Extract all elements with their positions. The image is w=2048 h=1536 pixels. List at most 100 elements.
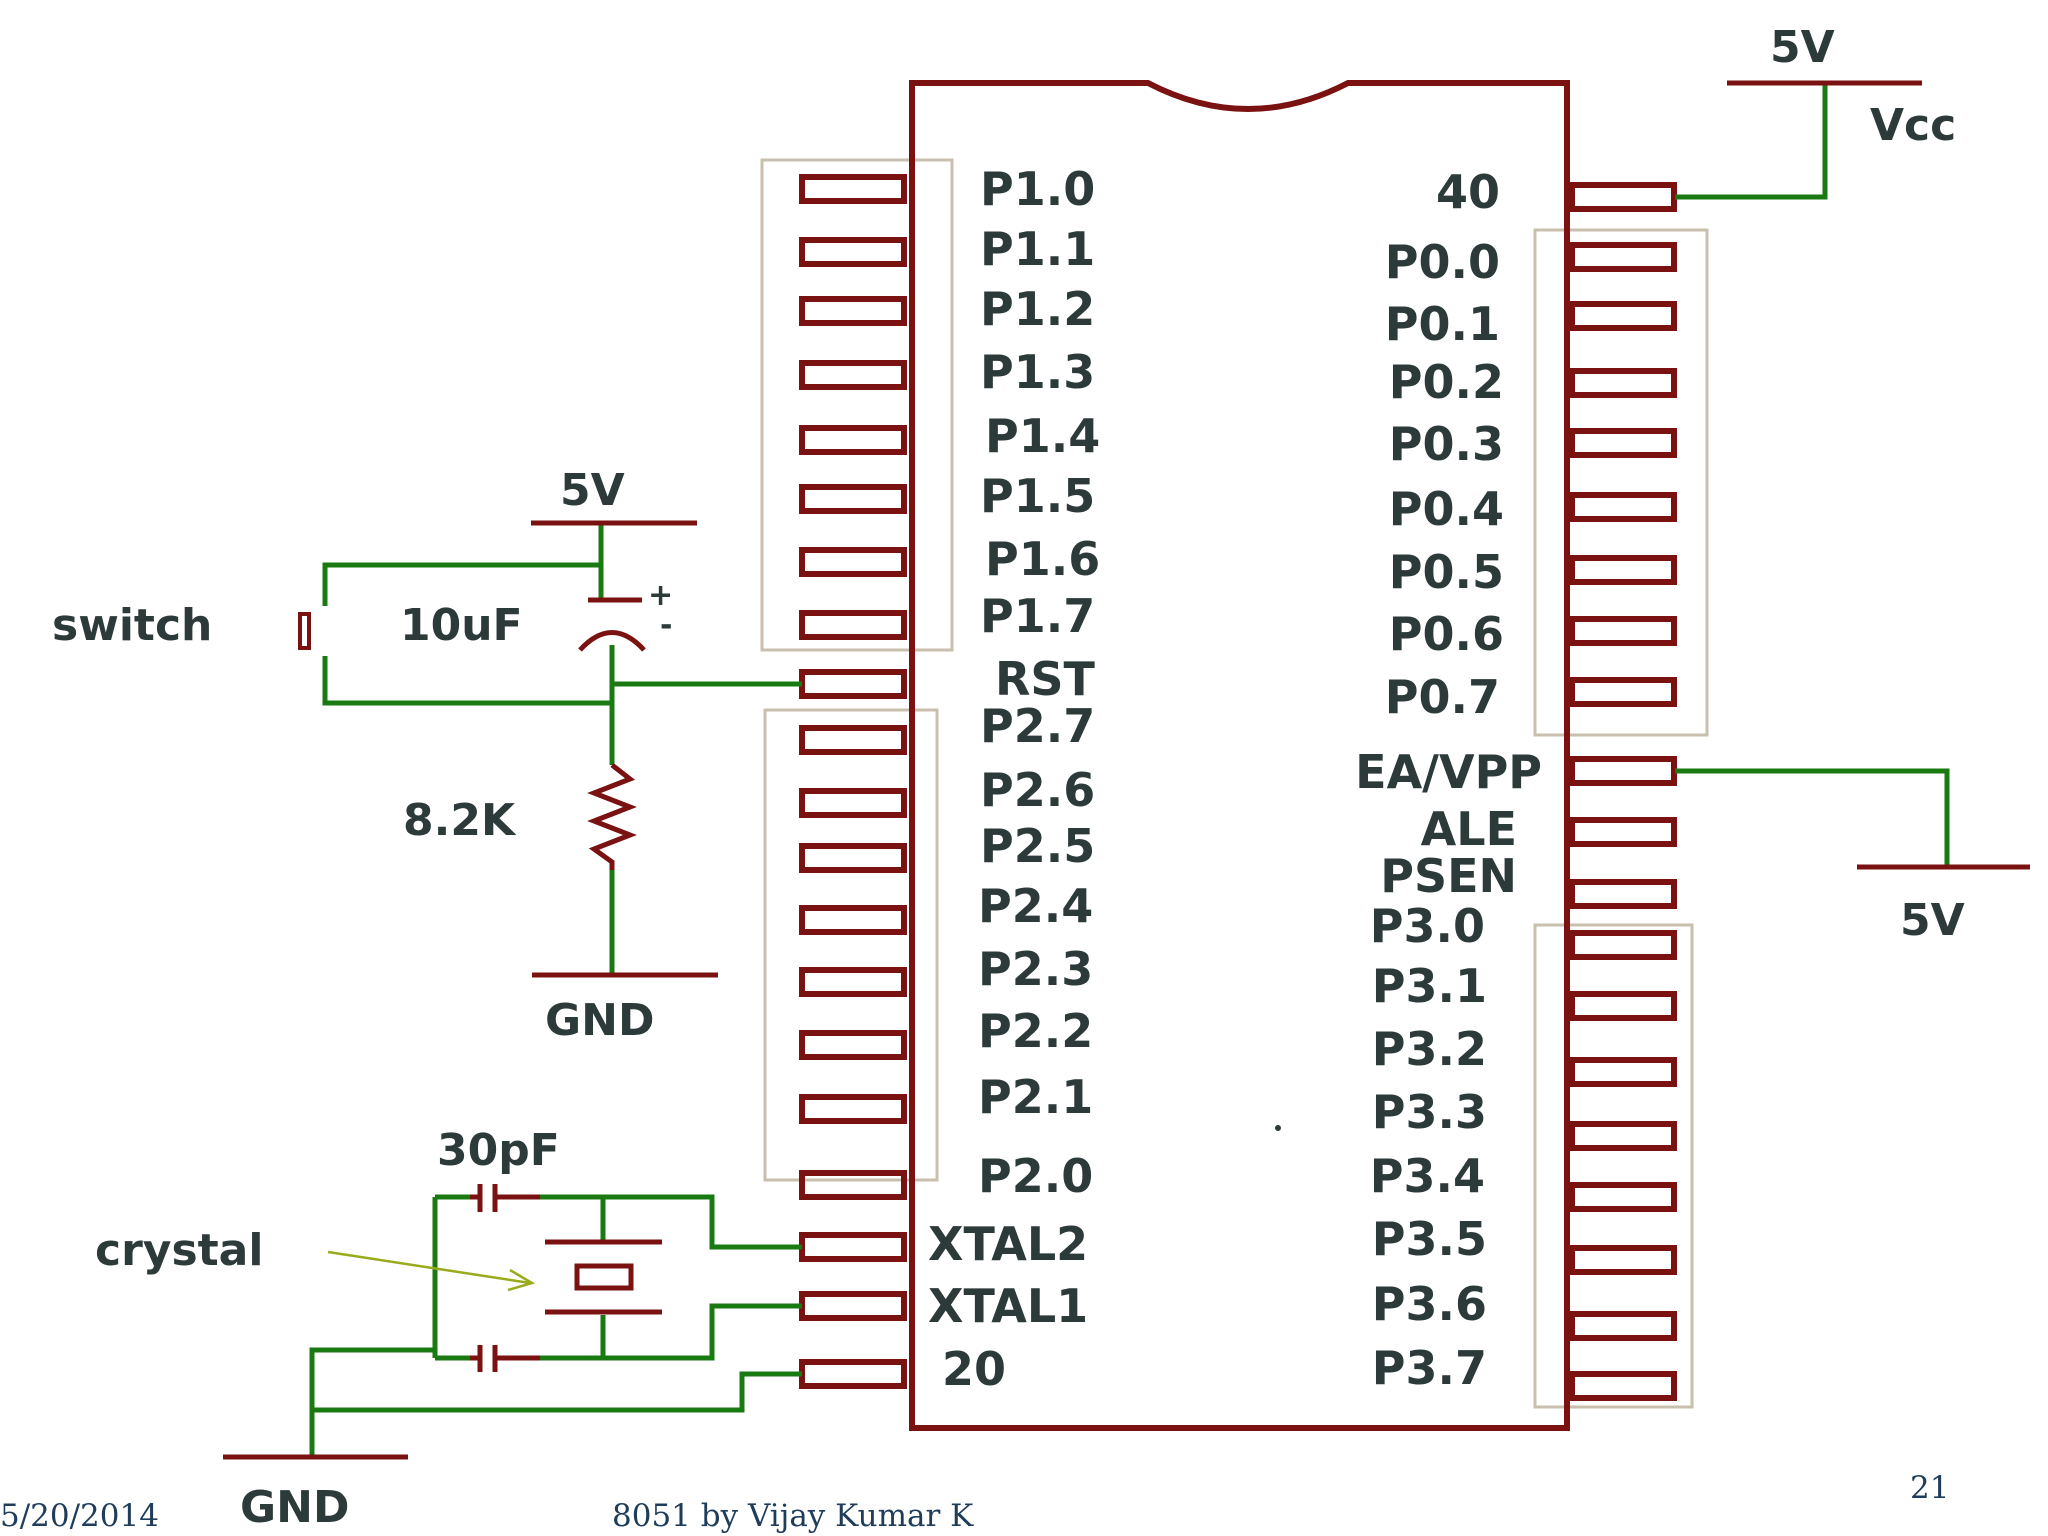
pin-rst: RST	[799, 652, 1096, 706]
wires	[309, 83, 1950, 1457]
pin-p1-3: P1.3	[799, 345, 1095, 399]
pin-p1-0: P1.0	[799, 162, 1095, 216]
pin-p0-4: P0.4	[1389, 482, 1677, 536]
pin-p3-0-pad	[1569, 930, 1677, 960]
pin-p3-5: P3.5	[1372, 1212, 1677, 1275]
pin-p1-4-pad	[799, 425, 907, 455]
pin-p0-3: P0.3	[1389, 417, 1677, 471]
pin-label-p2-7: P2.7	[980, 699, 1095, 753]
pin-p3-7: P3.7	[1372, 1341, 1677, 1401]
pin-xtal2-pad	[799, 1232, 907, 1262]
reset-supply-label: 5V	[560, 465, 625, 516]
pin-p3-6-pad	[1569, 1311, 1677, 1341]
pin-ale-pad	[1569, 817, 1677, 847]
switch-top-wire	[322, 562, 601, 606]
pin-p0-4-pad	[1569, 492, 1677, 522]
osc-gnd-wire	[309, 1347, 435, 1457]
footer-title: 8051 by Vijay Kumar K	[612, 1498, 974, 1534]
pin-label-p0-0: P0.0	[1385, 235, 1500, 289]
pin-p1-6-pad	[799, 547, 907, 577]
pin-label-ea-vpp: EA/VPP	[1355, 745, 1542, 799]
pin-p2-6: P2.6	[799, 763, 1095, 818]
pin-label-ale: ALE	[1421, 802, 1517, 856]
pin-p2-4-pad	[799, 905, 907, 935]
pin-p1-7: P1.7	[799, 589, 1095, 643]
cap-plus-label: +	[648, 578, 673, 613]
footer-page-number: 21	[1910, 1470, 1950, 1506]
pin-p1-2: P1.2	[799, 282, 1095, 336]
pin-label-p2-5: P2.5	[980, 819, 1095, 873]
pin-label-p1-2: P1.2	[980, 282, 1095, 336]
pin-p0-5-pad	[1569, 555, 1677, 585]
reset-gnd-label: GND	[545, 995, 654, 1046]
pin-label-p1-0: P1.0	[980, 162, 1095, 216]
pin-p1-0-pad	[799, 174, 907, 204]
pin-p0-3-pad	[1569, 428, 1677, 458]
pin-label-p1-3: P1.3	[980, 345, 1095, 399]
reset-cap-curve	[578, 630, 646, 652]
pin-label-p2-1: P2.1	[978, 1070, 1093, 1124]
pin-p0-0-pad	[1569, 242, 1677, 272]
pin-p2-2-pad	[799, 1030, 907, 1060]
pin-label-p0-6: P0.6	[1389, 607, 1504, 661]
vcc-label: Vcc	[1870, 100, 1956, 151]
pin-label-p3-7: P3.7	[1372, 1341, 1487, 1395]
capacitor-label: 10uF	[400, 600, 523, 651]
left-pin-column: P1.0P1.1P1.2P1.3P1.4P1.5P1.6P1.7RSTP2.7P…	[799, 162, 1100, 1396]
labels: 5V Vcc 5V 5V switch 10uF + - 8.2K GND 30…	[52, 22, 1965, 1533]
stray-dot	[1275, 1125, 1281, 1131]
pin-label-p0-2: P0.2	[1389, 355, 1504, 409]
pin-p2-5-pad	[799, 843, 907, 873]
pin-label-p1-7: P1.7	[980, 589, 1095, 643]
pin-20-pad	[799, 1359, 907, 1389]
pin-p3-4: P3.4	[1370, 1149, 1677, 1212]
pin-p2-6-pad	[799, 788, 907, 818]
pin-label-p1-6: P1.6	[985, 532, 1100, 586]
crystal-pointer-arrow	[327, 1250, 536, 1292]
pin-p1-2-pad	[799, 296, 907, 326]
bottom-gnd-label: GND	[240, 1482, 349, 1533]
pin-p3-5-pad	[1569, 1245, 1677, 1275]
pin-p1-3-pad	[799, 360, 907, 390]
pin-p0-2-pad	[1569, 368, 1677, 398]
pin-40: 40	[1436, 165, 1677, 219]
pin-40-pad	[1569, 182, 1677, 212]
pin-label-p0-5: P0.5	[1389, 545, 1504, 599]
port-group-boxes	[760, 158, 1709, 1409]
pin-p0-5: P0.5	[1389, 545, 1677, 599]
pin-label-xtal1: XTAL1	[928, 1279, 1088, 1333]
pin-p2-5: P2.5	[799, 819, 1095, 873]
vcc-wire	[1675, 83, 1828, 200]
switch-bottom-wire	[322, 656, 612, 706]
pin-p3-3-pad	[1569, 1121, 1677, 1151]
components	[223, 80, 2030, 1460]
pin-label-p2-4: P2.4	[978, 879, 1093, 933]
pin-rst-pad	[799, 669, 907, 699]
pin-label-xtal2: XTAL2	[928, 1217, 1088, 1271]
ea-wire	[1675, 768, 1950, 867]
pin-ea-vpp-pad	[1569, 756, 1677, 786]
pin-label-p3-1: P3.1	[1372, 959, 1487, 1013]
pin-label-p3-6: P3.6	[1372, 1277, 1487, 1331]
pin-label-psen: PSEN	[1380, 849, 1517, 903]
pin-p0-7: P0.7	[1385, 670, 1677, 724]
right-pin-column: 40P0.0P0.1P0.2P0.3P0.4P0.5P0.6P0.7EA/VPP…	[1355, 165, 1677, 1401]
pin-p3-2: P3.2	[1372, 1022, 1677, 1087]
pin-p2-3: P2.3	[799, 942, 1093, 997]
pin-psen: PSEN	[1380, 849, 1677, 909]
pin-p3-1: P3.1	[1372, 959, 1677, 1021]
pin-p1-5: P1.5	[799, 469, 1095, 523]
pin-p2-1: P2.1	[799, 1070, 1093, 1124]
footer-date: 5/20/2014	[0, 1498, 159, 1534]
pin-p3-6: P3.6	[1372, 1277, 1677, 1341]
pin-p3-3: P3.3	[1372, 1085, 1677, 1151]
pin-p0-2: P0.2	[1389, 355, 1677, 409]
pin-label-p2-0: P2.0	[978, 1149, 1093, 1203]
pin-label-p3-4: P3.4	[1370, 1149, 1485, 1203]
pin-label-p3-5: P3.5	[1372, 1212, 1487, 1266]
pin-label-40: 40	[1436, 165, 1500, 219]
pin-p0-6-pad	[1569, 616, 1677, 646]
pin-p3-2-pad	[1569, 1057, 1677, 1087]
pin-p2-7: P2.7	[799, 699, 1095, 755]
